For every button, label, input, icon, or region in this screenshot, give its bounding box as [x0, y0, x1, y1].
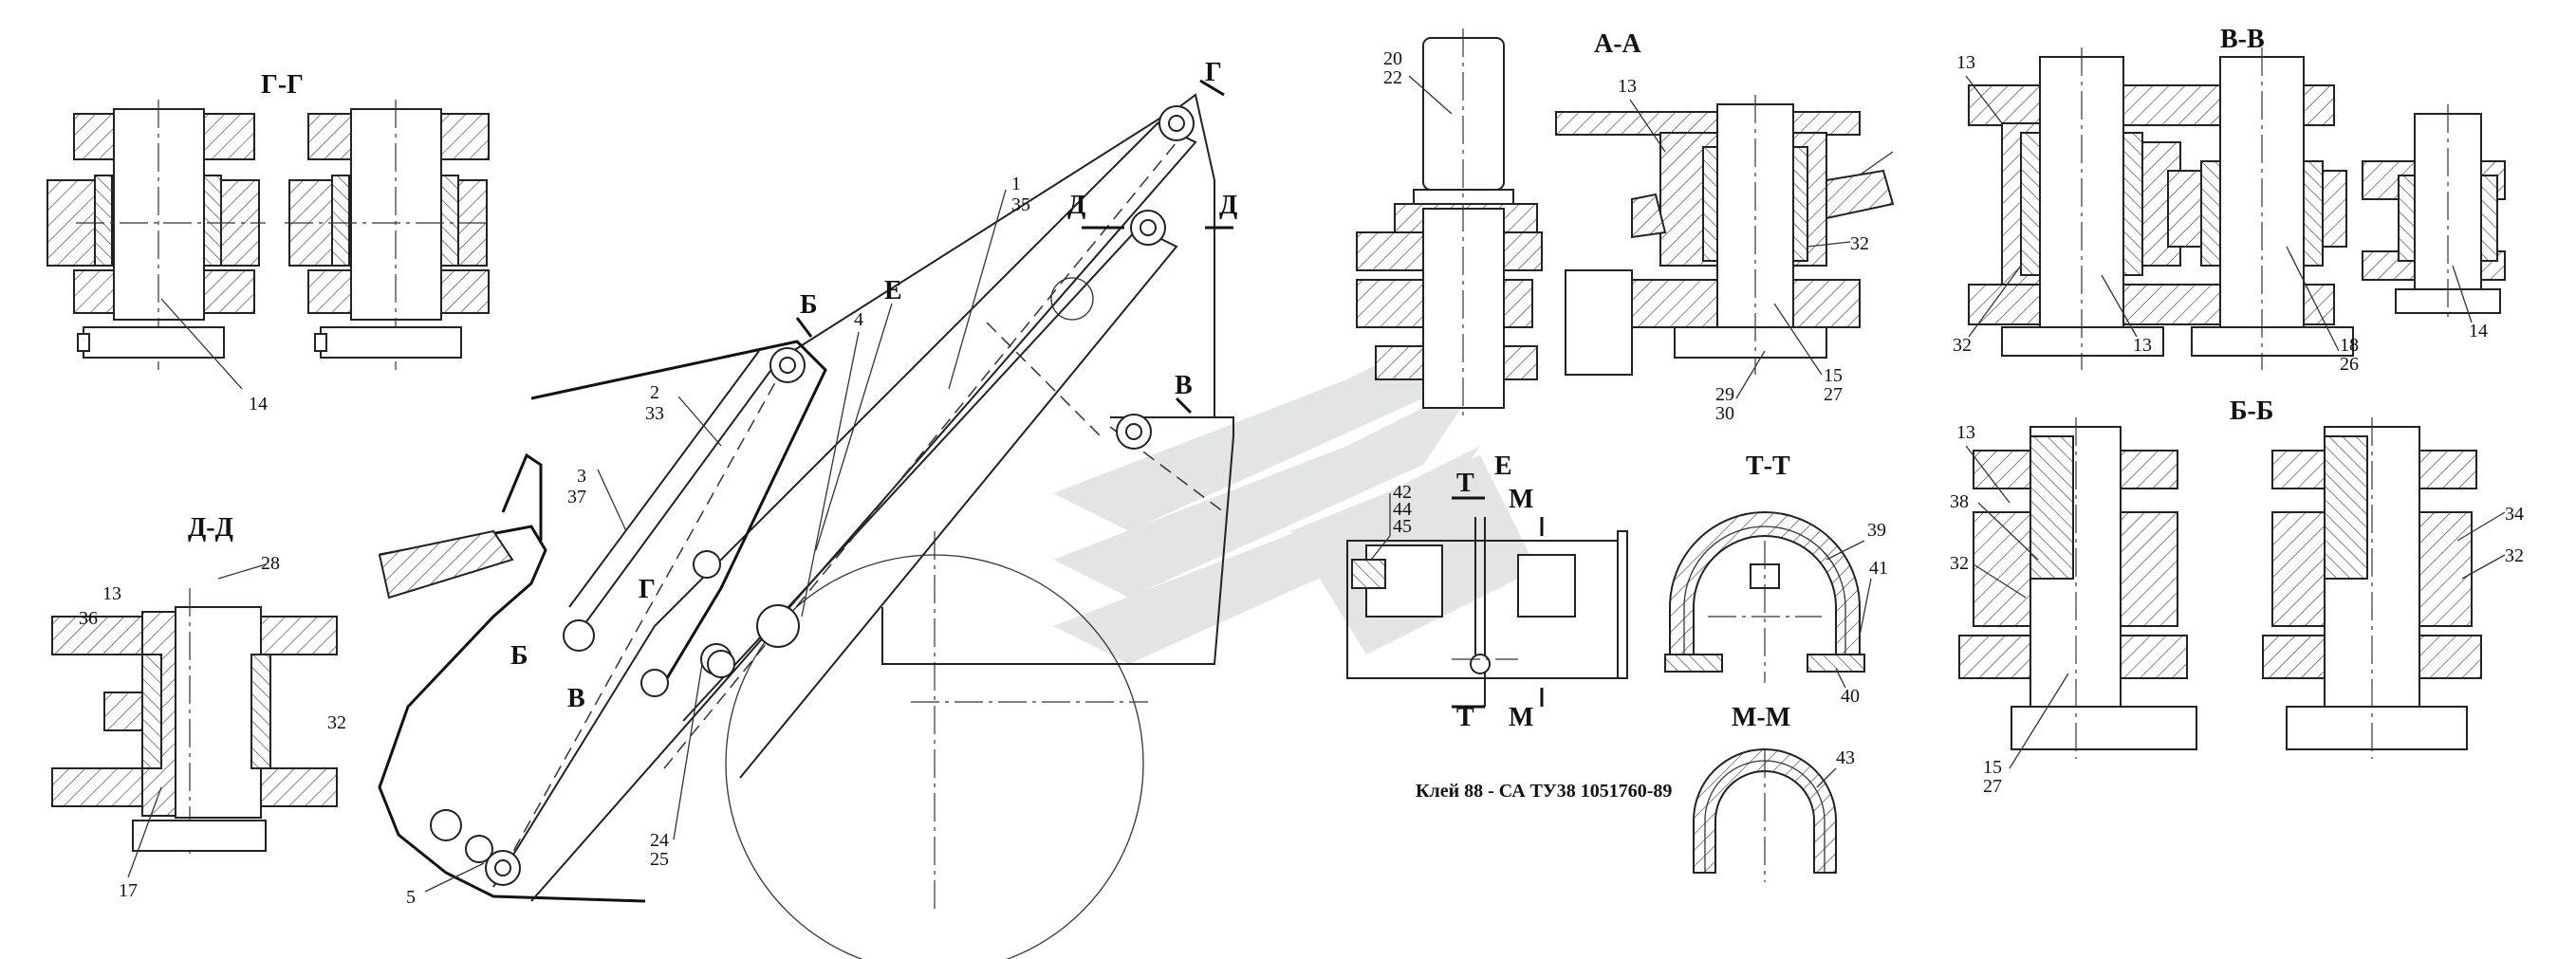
label-1: 1 [1011, 174, 1021, 194]
label-38: 38 [1950, 491, 1969, 512]
label-41: 41 [1869, 558, 1888, 579]
section-d-d-title: Д-Д [188, 513, 233, 543]
label-27-b: 27 [1983, 776, 2002, 797]
label-25: 25 [650, 849, 669, 870]
marker-d-right: Д [1219, 191, 1237, 220]
label-32-b: 32 [1953, 335, 1972, 356]
section-m-m: М-М 43 [1693, 703, 1855, 882]
marker-m-bottom: М [1509, 703, 1533, 732]
label-35: 35 [1011, 194, 1030, 215]
label-42: 42 [1393, 482, 1412, 503]
label-14: 14 [249, 394, 268, 415]
section-b-b-title: Б-Б [2230, 397, 2273, 426]
section-v-v-title: В-В [2220, 25, 2265, 54]
section-d-d: Д-Д 28 36 13 32 17 [51, 513, 346, 901]
label-22: 22 [1383, 67, 1402, 88]
label-17: 17 [119, 880, 138, 901]
label-30: 30 [1715, 403, 1734, 424]
label-2: 2 [650, 382, 659, 403]
section-a-a-title: А-А [1594, 29, 1642, 59]
section-b-b: Б-Б 13 38 32 15 27 34 32 [1950, 397, 2524, 797]
marker-g-bottom: Г [639, 575, 656, 604]
section-g-g: Г-Г 14 [46, 70, 493, 415]
section-t-t-title: Т-Т [1746, 452, 1790, 481]
marker-e: Е [884, 276, 902, 305]
adhesive-note: Клей 88 - СА ТУ38 1051760-89 [1416, 781, 1672, 802]
marker-t-top: Т [1456, 469, 1474, 498]
marker-m-top: М [1509, 485, 1533, 514]
section-g-g-title: Г-Г [261, 70, 304, 100]
label-32-d: 32 [2505, 545, 2524, 566]
label-36: 36 [79, 608, 98, 629]
label-40: 40 [1841, 686, 1860, 707]
label-44: 44 [1393, 499, 1412, 520]
marker-v-top: В [1175, 371, 1193, 400]
label-13-c: 13 [2133, 335, 2152, 356]
label-27-a: 27 [1824, 384, 1843, 405]
label-13: 13 [102, 583, 121, 604]
section-t-t: Т-Т 39 41 40 [1664, 452, 1888, 707]
marker-d-left: Д [1067, 191, 1085, 220]
label-32-c: 32 [1950, 553, 1969, 574]
label-15-b: 15 [1983, 757, 2002, 778]
marker-b-bottom: Б [510, 641, 528, 671]
label-43: 43 [1836, 747, 1855, 768]
view-e-title: Е [1494, 452, 1512, 481]
label-33: 33 [645, 403, 664, 424]
label-34: 34 [2505, 504, 2524, 525]
section-a-a: А-А 20 22 13 32 29 30 15 27 [1356, 28, 1895, 424]
section-v-v: В-В 13 32 13 18 26 14 [1953, 25, 2506, 375]
marker-t-bottom: Т [1456, 703, 1474, 732]
label-32: 32 [327, 712, 346, 733]
marker-b-top: Б [800, 290, 818, 320]
label-13-b: 13 [1956, 52, 1975, 73]
label-13-d: 13 [1956, 422, 1975, 443]
label-45: 45 [1393, 516, 1412, 537]
label-37: 37 [567, 487, 586, 507]
label-4: 4 [854, 309, 863, 330]
label-15-a: 15 [1824, 365, 1843, 386]
label-32-a: 32 [1850, 233, 1869, 254]
label-18: 18 [2340, 335, 2359, 356]
label-29: 29 [1715, 384, 1734, 405]
label-24: 24 [650, 830, 669, 851]
view-e: Е Т Т М М 42 44 45 [1346, 452, 1628, 732]
label-26: 26 [2340, 354, 2359, 375]
marker-v-bottom: В [567, 684, 585, 713]
marker-g-top: Г [1205, 58, 1222, 87]
main-arm-view: Г Д Д Б В Г Б В Е 2 33 3 37 4 1 35 5 24 … [378, 58, 1237, 959]
label-13-a: 13 [1618, 76, 1637, 97]
label-14-b: 14 [2469, 321, 2488, 341]
label-3: 3 [577, 466, 586, 487]
label-5: 5 [406, 887, 416, 908]
label-20: 20 [1383, 48, 1402, 69]
section-m-m-title: М-М [1732, 703, 1790, 732]
label-39: 39 [1867, 520, 1886, 541]
label-28: 28 [261, 553, 280, 574]
